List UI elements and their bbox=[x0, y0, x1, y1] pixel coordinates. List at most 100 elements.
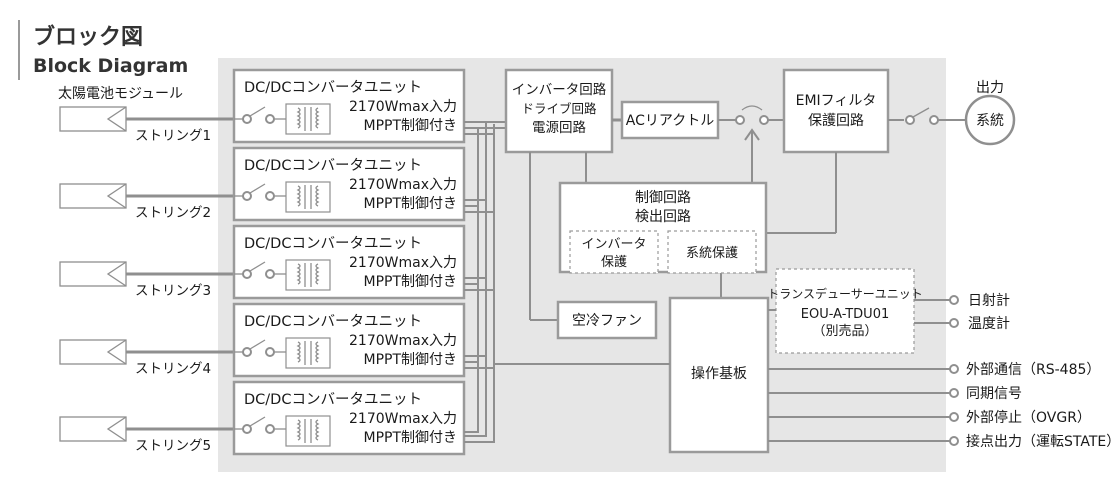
control-block: 制御回路 検出回路 インバータ 保護 系統保護 bbox=[558, 181, 768, 274]
dcdc-converter-unit-2: DC/DCコンバータユニット 2170Wmax入力 MPPT制御付き bbox=[232, 146, 466, 222]
converter-spec: 2170Wmax入力 bbox=[349, 255, 457, 271]
inverter-block: インバータ回路 ドライブ回路 電源回路 bbox=[504, 68, 614, 154]
solar-panel-icon bbox=[59, 183, 127, 209]
string-1: ストリング1 bbox=[59, 106, 236, 144]
string-2: ストリング2 bbox=[59, 183, 236, 221]
solar-panel-icon bbox=[59, 416, 127, 442]
io-label-sync: 同期信号 bbox=[966, 386, 1022, 402]
arrow-up-icon bbox=[744, 128, 760, 141]
string-label: ストリング4 bbox=[135, 361, 211, 377]
board-box bbox=[668, 296, 770, 454]
switch-terminal-icon bbox=[242, 114, 252, 124]
transducer-line-1: トランスデューサーユニット bbox=[767, 286, 923, 301]
transformer-icon bbox=[285, 415, 331, 447]
dcdc-converter-unit-5: DC/DCコンバータユニット 2170Wmax入力 MPPT制御付き bbox=[232, 380, 466, 456]
string-label: ストリング1 bbox=[135, 128, 211, 144]
transformer-icon bbox=[285, 103, 331, 135]
converter-title: DC/DCコンバータユニット bbox=[244, 391, 422, 408]
solar-panel-icon bbox=[59, 106, 127, 132]
inverter-line-3: 電源回路 bbox=[532, 120, 586, 136]
dcdc-converter-unit-3: DC/DCコンバータユニット 2170Wmax入力 MPPT制御付き bbox=[232, 224, 466, 300]
converter-mppt: MPPT制御付き bbox=[363, 430, 457, 446]
converter-mppt: MPPT制御付き bbox=[363, 274, 457, 290]
grid-protect-box bbox=[667, 230, 757, 274]
panel-diode-mark bbox=[106, 339, 127, 365]
solar-panel-icon bbox=[59, 261, 127, 287]
operation-board-block: 操作基板 bbox=[668, 296, 770, 454]
switch-terminal-icon bbox=[265, 191, 275, 201]
converter-spec: 2170Wmax入力 bbox=[349, 177, 457, 193]
converter-box bbox=[232, 224, 466, 300]
ac-reactor-block: ACリアクトル bbox=[620, 100, 720, 140]
inverter-protect-line-2: 保護 bbox=[601, 254, 627, 270]
transducer-box bbox=[775, 268, 915, 354]
switch-terminal-icon bbox=[265, 424, 275, 434]
switch-terminal-icon bbox=[242, 347, 252, 357]
grid-label: 系統 bbox=[976, 113, 1004, 129]
converter-title: DC/DCコンバータユニット bbox=[244, 313, 422, 330]
solar-module-label: 太陽電池モジュール bbox=[58, 86, 183, 102]
cooling-fan-block: 空冷ファン bbox=[556, 300, 658, 340]
output-terminal-icon bbox=[929, 115, 939, 125]
converter-mppt: MPPT制御付き bbox=[363, 196, 457, 212]
emi-line-1: EMIフィルタ bbox=[796, 93, 877, 109]
io-label-ovgr: 外部停止（OVGR） bbox=[966, 409, 1091, 426]
converter-box bbox=[232, 380, 466, 456]
title-en: Block Diagram bbox=[33, 55, 188, 77]
transducer-line-2: EOU-A-TDU01 bbox=[801, 307, 889, 322]
string-label: ストリング3 bbox=[135, 283, 211, 299]
dcdc-converter-unit-4: DC/DCコンバータユニット 2170Wmax入力 MPPT制御付き bbox=[232, 302, 466, 378]
transformer-icon bbox=[285, 181, 331, 213]
string-5: ストリング5 bbox=[59, 416, 236, 454]
dcdc-converter-unit-1: DC/DCコンバータユニット 2170Wmax入力 MPPT制御付き bbox=[232, 68, 466, 144]
grid-protect-label: 系統保護 bbox=[686, 245, 738, 261]
panel-diode-mark bbox=[106, 106, 127, 132]
control-line-2: 検出回路 bbox=[635, 209, 691, 225]
transformer-icon bbox=[285, 337, 331, 369]
switch-icon bbox=[249, 416, 266, 427]
converter-spec: 2170Wmax入力 bbox=[349, 99, 457, 115]
converter-box bbox=[232, 68, 466, 144]
output-label: 出力 bbox=[976, 80, 1004, 96]
string-label: ストリング2 bbox=[135, 205, 211, 221]
header-accent-bar bbox=[18, 20, 20, 80]
io-label-contact: 接点出力（運転STATE） bbox=[966, 433, 1119, 450]
io-connections: 外部通信（RS-485） 同期信号 外部停止（OVGR） 接点出力（運転STAT… bbox=[768, 362, 1119, 450]
string-group: ストリング1 ストリング2 ストリング3 ストリング4 ストリング5 bbox=[59, 106, 236, 454]
panel-diode-mark bbox=[106, 416, 127, 442]
sensor-terminal-icon bbox=[949, 318, 959, 328]
output-switch-icon bbox=[912, 107, 930, 118]
io-label-rs485: 外部通信（RS-485） bbox=[966, 362, 1100, 378]
transformer-icon bbox=[285, 259, 331, 291]
switch-icon bbox=[249, 339, 266, 350]
switch-terminal-icon bbox=[242, 269, 252, 279]
output-section: 系統 出力 bbox=[888, 80, 1016, 146]
string-label: ストリング5 bbox=[135, 438, 211, 454]
io-terminal-icon bbox=[949, 364, 959, 374]
switch-icon bbox=[249, 106, 266, 117]
string-3: ストリング3 bbox=[59, 261, 236, 299]
switch-terminal-icon bbox=[242, 191, 252, 201]
relay-terminal-icon bbox=[759, 115, 769, 125]
fan-label: 空冷ファン bbox=[572, 313, 642, 329]
inverter-box bbox=[504, 68, 614, 154]
switch-icon bbox=[249, 261, 266, 272]
switch-terminal-icon bbox=[265, 269, 275, 279]
emi-line-2: 保護回路 bbox=[808, 113, 864, 129]
emi-box bbox=[782, 68, 890, 154]
output-terminal-icon bbox=[905, 115, 915, 125]
ac-reactor-label: ACリアクトル bbox=[626, 113, 714, 129]
inverter-line-2: ドライブ回路 bbox=[521, 101, 597, 116]
sensor-terminal-icon bbox=[949, 295, 959, 305]
converter-group: DC/DCコンバータユニット 2170Wmax入力 MPPT制御付き DC/DC… bbox=[232, 68, 466, 456]
fan-box bbox=[556, 300, 658, 340]
inverter-protect-line-1: インバータ bbox=[581, 237, 646, 252]
converter-box bbox=[232, 146, 466, 222]
converter-title: DC/DCコンバータユニット bbox=[244, 79, 422, 96]
inverter-line-1: インバータ回路 bbox=[512, 82, 607, 98]
converter-mppt: MPPT制御付き bbox=[363, 118, 457, 134]
board-label: 操作基板 bbox=[691, 365, 747, 382]
string-4: ストリング4 bbox=[59, 339, 236, 377]
converter-mppt: MPPT制御付き bbox=[363, 352, 457, 368]
